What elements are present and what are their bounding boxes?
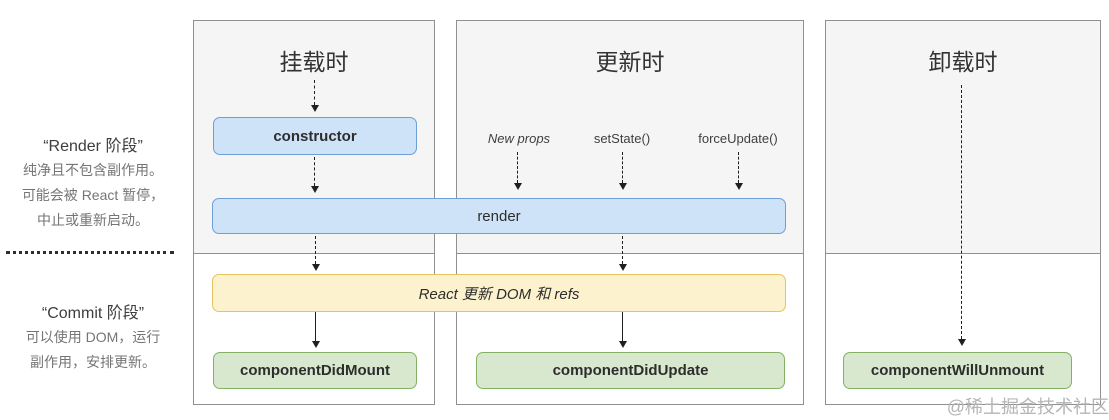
node-render[interactable]: render (212, 198, 786, 234)
node-react-updates-dom: React 更新 DOM 和 refs (212, 274, 786, 312)
node-component-did-update[interactable]: componentDidUpdate (476, 352, 785, 389)
render-phase-line: 可能会被 React 暂停， (21, 187, 165, 203)
arrow-constructor-to-render (311, 157, 319, 193)
render-phase-line: 纯净且不包含副作用。 (23, 162, 163, 178)
render-phase-title: “Render 阶段” (43, 138, 143, 155)
trigger-new-props: New props (487, 131, 551, 146)
node-component-will-unmount[interactable]: componentWillUnmount (843, 352, 1072, 389)
node-constructor[interactable]: constructor (213, 117, 417, 155)
trigger-set-state: setState() (593, 131, 651, 146)
phase-legend: “Render 阶段” 纯净且不包含副作用。 可能会被 React 暂停， 中止… (0, 0, 186, 420)
arrow-render-to-dom-update-update (619, 236, 627, 271)
arrow-mounting-to-constructor (311, 80, 319, 112)
phase-divider (6, 251, 174, 254)
column-title-mounting: 挂载时 (279, 49, 349, 75)
juejin-watermark: @稀土掘金技术社区 (946, 397, 1109, 417)
render-phase-description: 纯净且不包含副作用。 可能会被 React 暂停， 中止或重新启动。 (0, 158, 186, 233)
column-title-updating: 更新时 (595, 49, 665, 75)
commit-phase-line: 可以使用 DOM，运行 (25, 329, 161, 345)
arrow-new-props-to-render (514, 152, 522, 190)
arrow-render-to-dom-update-mount (312, 236, 320, 271)
commit-phase-description: 可以使用 DOM，运行 副作用，安排更新。 (0, 325, 186, 375)
arrow-unmounting-to-will-unmount (958, 85, 966, 346)
column-title-unmounting: 卸载时 (928, 49, 998, 75)
commit-phase-line: 副作用，安排更新。 (30, 354, 156, 370)
render-phase-line: 中止或重新启动。 (37, 212, 149, 228)
render-zone-unmounting (826, 21, 1100, 254)
arrow-dom-update-to-did-update (619, 312, 627, 348)
arrow-dom-update-to-did-mount (312, 312, 320, 348)
column-unmounting: 卸载时 (825, 20, 1101, 405)
node-component-did-mount[interactable]: componentDidMount (213, 352, 417, 389)
trigger-force-update: forceUpdate() (698, 131, 778, 146)
arrow-set-state-to-render (619, 152, 627, 190)
arrow-force-update-to-render (735, 152, 743, 190)
commit-phase-title: “Commit 阶段” (41, 305, 145, 322)
